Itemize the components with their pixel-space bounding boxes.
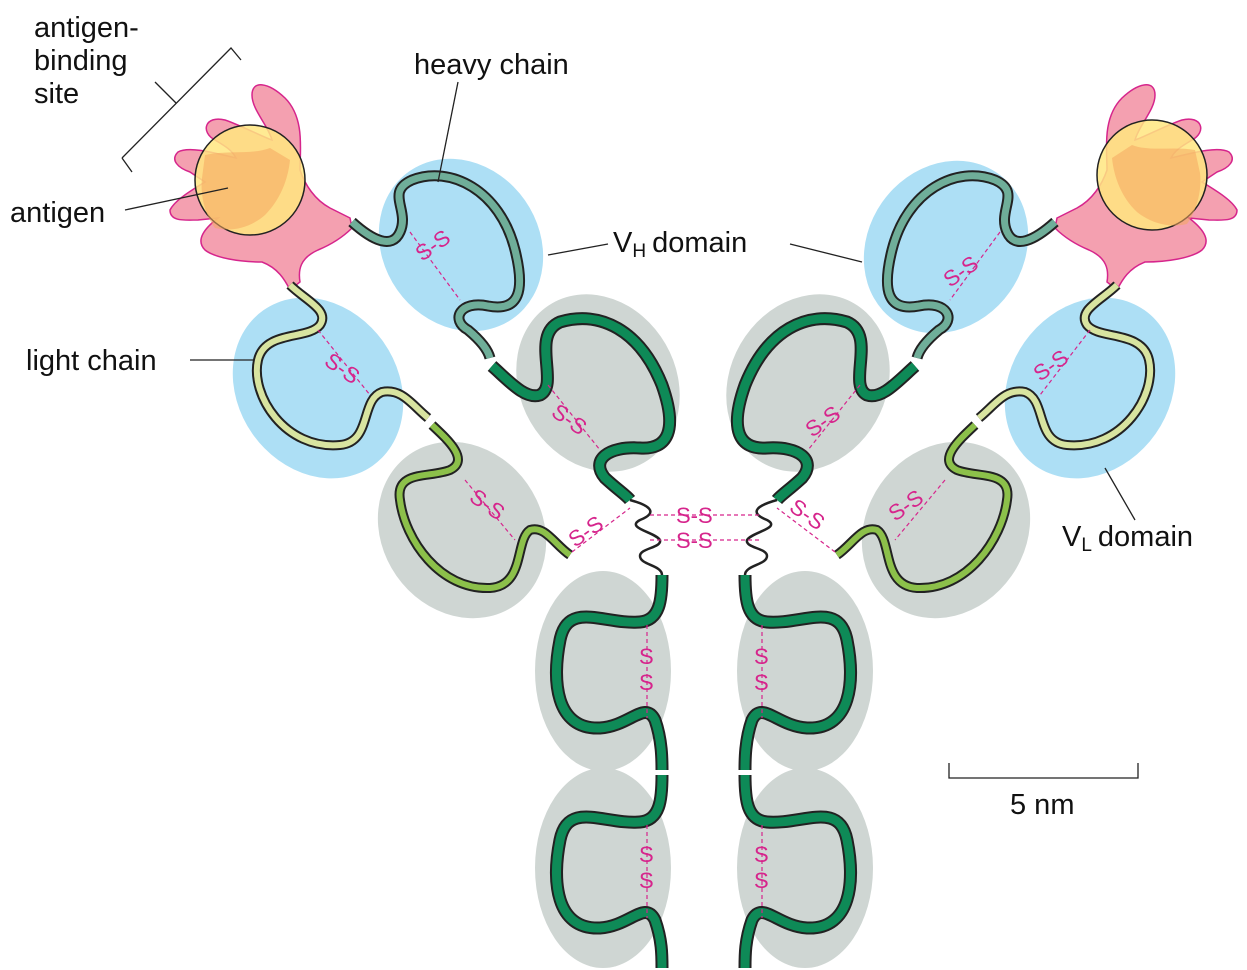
label-antigen-binding-site-1: antigen- bbox=[34, 12, 139, 44]
label-antigen: antigen bbox=[10, 197, 105, 229]
antigen-binding-site-left bbox=[170, 85, 352, 290]
label-scale-bar: 5 nm bbox=[1010, 789, 1074, 821]
vl-domain-leader bbox=[1105, 468, 1135, 520]
ss-ch2-left-2: S bbox=[639, 670, 654, 695]
ss-ch2-right-2: S bbox=[754, 670, 769, 695]
label-light-chain: light chain bbox=[26, 345, 157, 377]
ss-ch2-right-1: S bbox=[754, 644, 769, 669]
ss-hinge-bottom: S-S bbox=[676, 528, 713, 553]
label-antigen-binding-site-2: binding bbox=[34, 45, 128, 77]
label-antigen-binding-site-3: site bbox=[34, 78, 79, 110]
ss-hc-lc-left: S-S bbox=[564, 511, 608, 553]
binding-site-leader bbox=[155, 82, 176, 103]
ss-ch3-right-2: S bbox=[754, 868, 769, 893]
ss-ch3-right-1: S bbox=[754, 842, 769, 867]
vh-domain-leader-right bbox=[790, 244, 862, 262]
ss-ch3-left-1: S bbox=[639, 842, 654, 867]
hinge-left bbox=[630, 500, 662, 575]
vh-domain-leader-left bbox=[548, 244, 608, 255]
label-heavy-chain: heavy chain bbox=[414, 49, 569, 81]
hinge-right bbox=[745, 500, 777, 575]
ss-ch3-left-2: S bbox=[639, 868, 654, 893]
ss-ch2-left-1: S bbox=[639, 644, 654, 669]
scale-bar bbox=[949, 763, 1138, 778]
ss-hc-lc-right: S-S bbox=[785, 494, 829, 536]
ss-hinge-top: S-S bbox=[676, 503, 713, 528]
antigen-binding-site-right bbox=[1055, 85, 1237, 290]
